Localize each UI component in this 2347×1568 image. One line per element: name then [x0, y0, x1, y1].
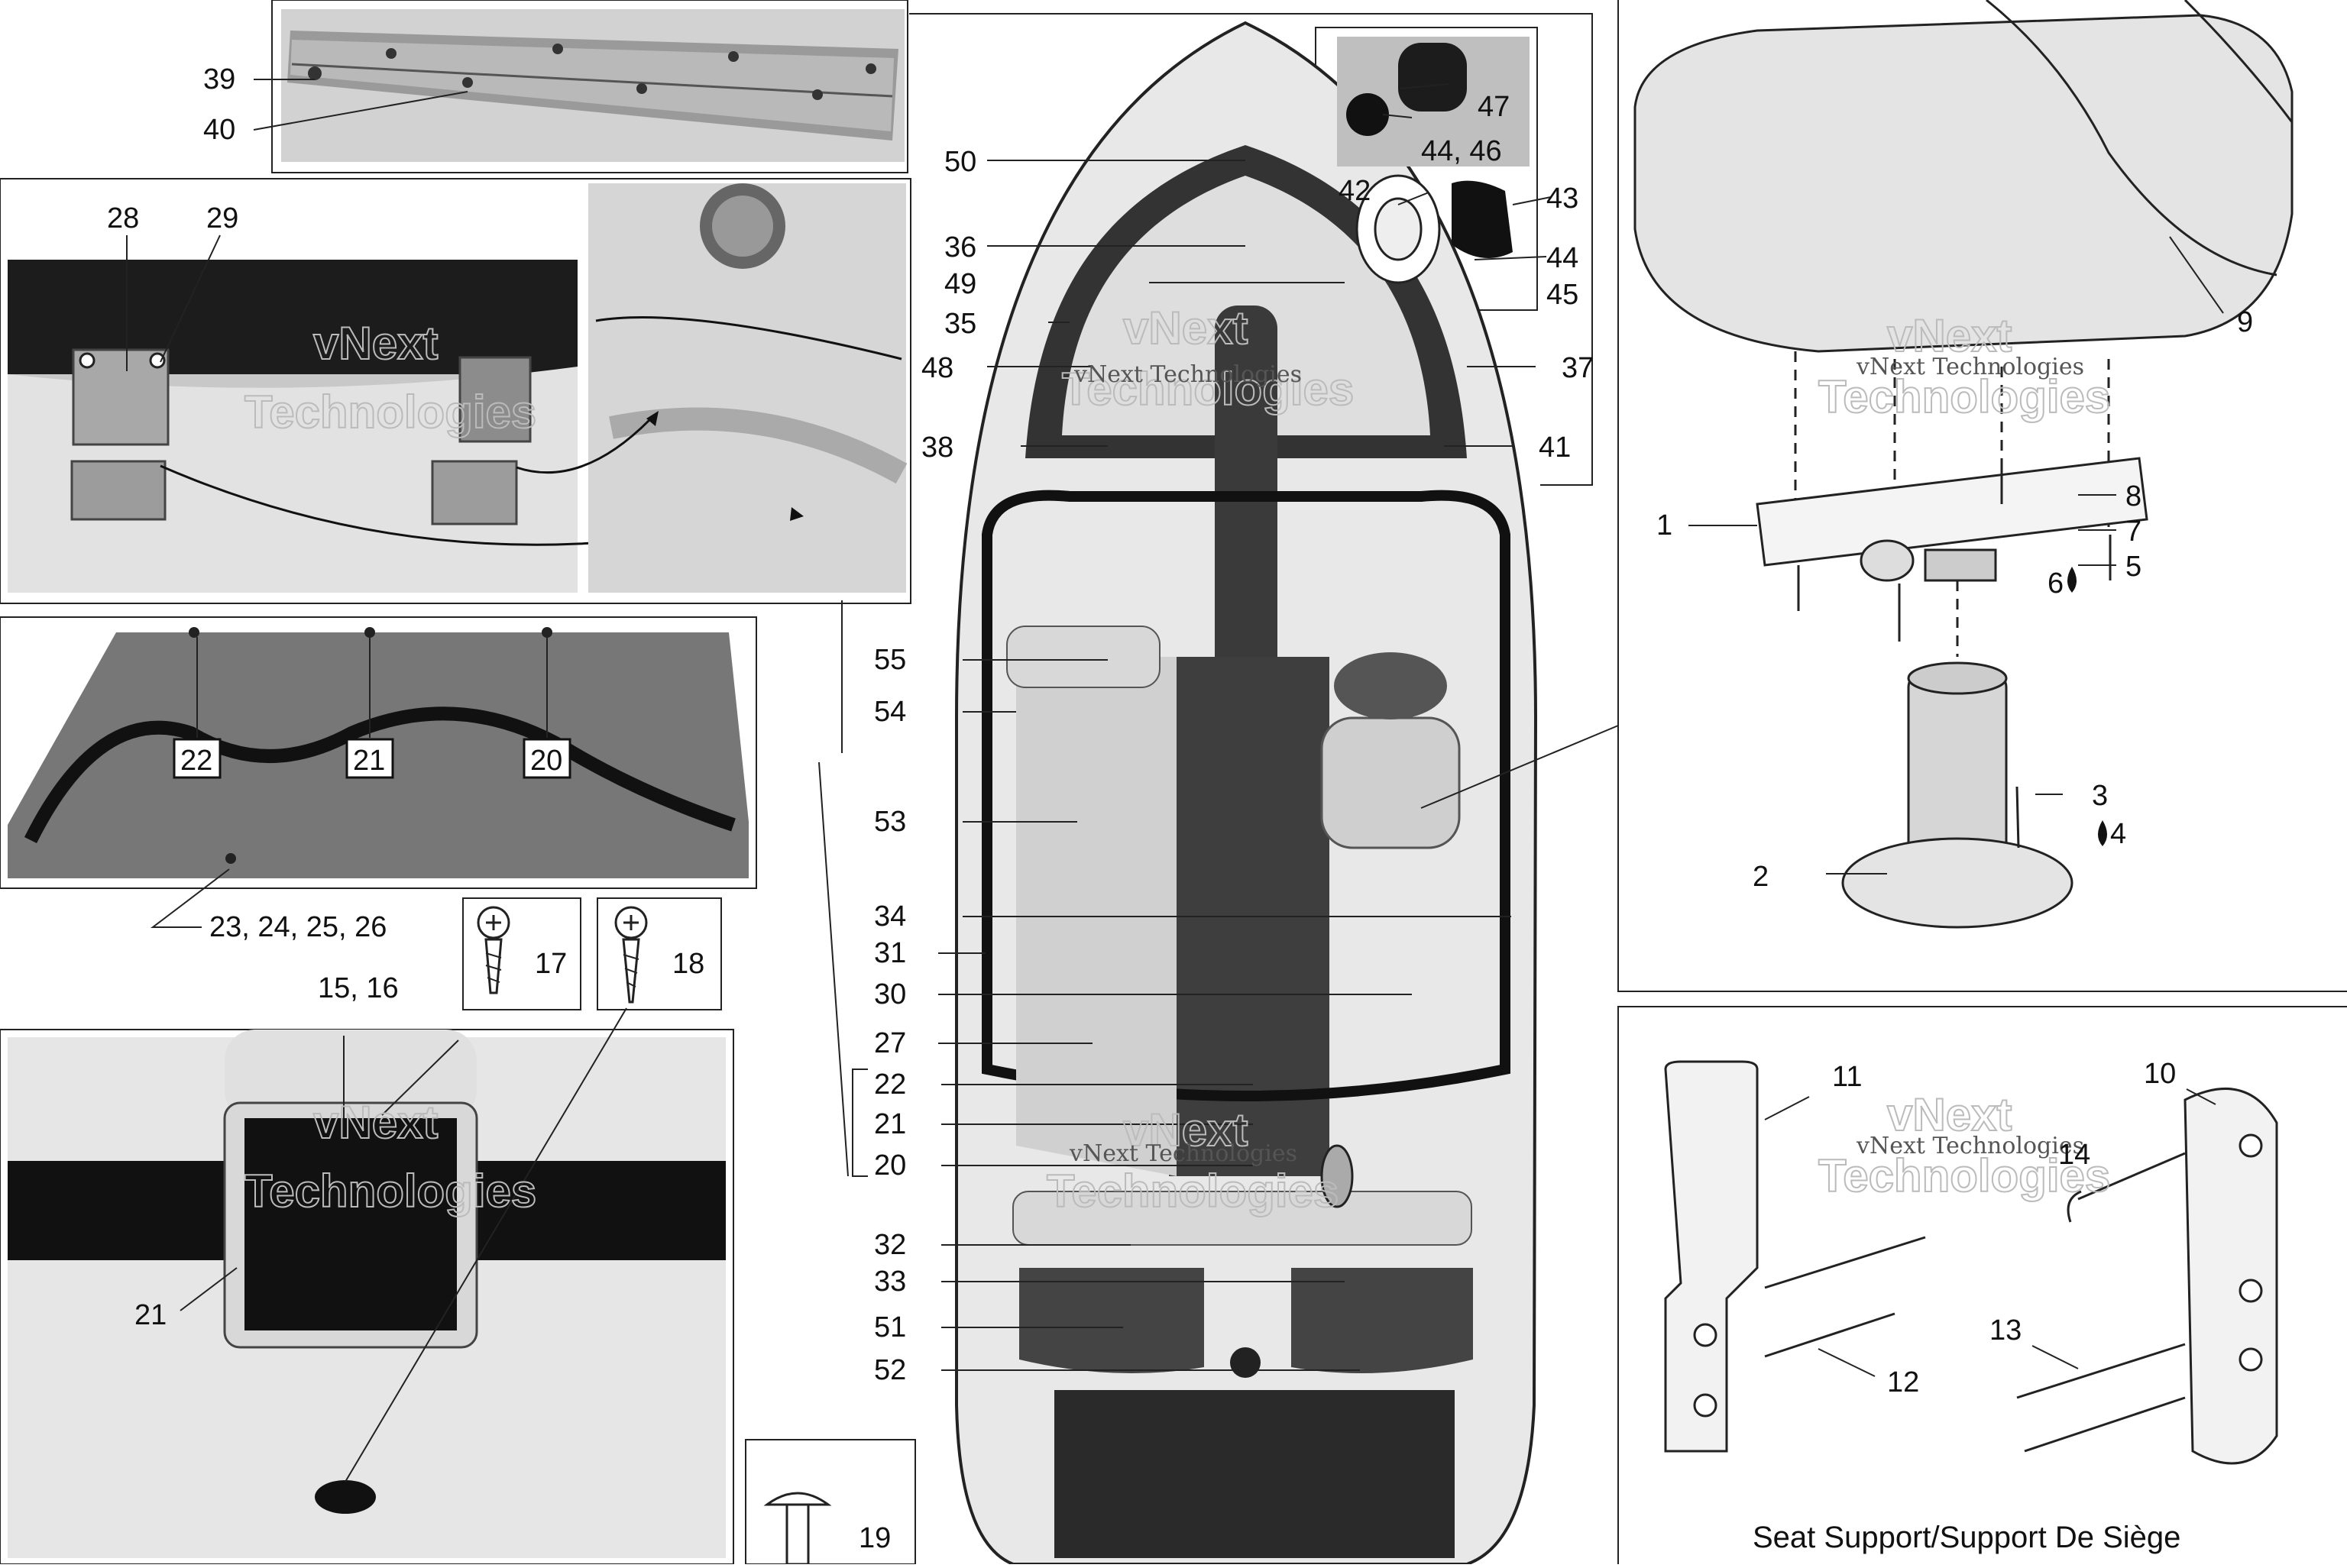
latch-photo	[8, 183, 908, 593]
callout-label: 49	[944, 268, 976, 300]
watermark-large: vNext	[313, 318, 438, 369]
callout-label: 19	[859, 1522, 891, 1554]
callout-label: 38	[921, 432, 953, 464]
callout-label: 32	[874, 1229, 906, 1261]
callout-label: 50	[944, 146, 976, 178]
callout-label: 10	[2144, 1058, 2176, 1090]
callout-label: 54	[874, 696, 906, 728]
watermark-large: Technologies	[244, 1165, 536, 1217]
bracket-drawings	[1664, 1060, 2278, 1465]
watermark-large: Technologies	[244, 386, 536, 438]
callout-label: 3	[2092, 780, 2108, 812]
callout-label: 44	[1546, 242, 1578, 274]
callout-label: 5	[2125, 551, 2141, 583]
watermark-large: vNext	[1887, 1089, 2012, 1140]
rear-seat-photo	[8, 1030, 726, 1558]
watermark-large: Technologies	[1047, 1165, 1339, 1217]
oil-drop-icon	[2098, 820, 2107, 846]
callout-label: 23, 24, 25, 26	[209, 911, 387, 943]
oil-drop-icon	[2067, 567, 2077, 593]
callout-label: 52	[874, 1354, 906, 1386]
rivet-icon	[763, 1492, 832, 1566]
callout-label: 22	[180, 745, 212, 777]
callout-label: 9	[2237, 306, 2253, 338]
callout-label: 42	[1339, 175, 1371, 207]
callout-label: 55	[874, 644, 906, 676]
callout-label: 6	[2048, 567, 2064, 600]
callout-label: 14	[2058, 1139, 2090, 1171]
watermark-large: vNext	[1123, 1104, 1248, 1156]
callout-label: 51	[874, 1311, 906, 1343]
hinge-photo	[281, 9, 905, 162]
seat-support-drawing	[1633, 0, 2294, 929]
callout-label: 4	[2110, 818, 2126, 850]
watermark-large: Technologies	[1062, 364, 1354, 415]
callout-label: 36	[944, 231, 976, 263]
watermarks: vNext Technologies vNext Technologies vN…	[244, 302, 2111, 1217]
leader-lines	[126, 79, 2224, 1482]
watermark-small: vNext Technologies	[1856, 1133, 2084, 1159]
callout-label: 47	[1478, 91, 1510, 123]
watermark-small: vNext Technologies	[1069, 1140, 1297, 1167]
callout-label: 13	[1989, 1314, 2022, 1347]
callout-label: 21	[134, 1299, 167, 1331]
callout-label: 39	[203, 63, 235, 95]
callout-label: 35	[944, 308, 976, 340]
watermark-small: vNext Technologies	[1856, 354, 2084, 380]
callout-label: 20	[530, 745, 562, 777]
callout-label: 27	[874, 1027, 906, 1059]
callout-label: 28	[107, 202, 139, 234]
callout-label: 20	[874, 1149, 906, 1182]
watermark-large: Technologies	[1818, 1150, 2110, 1201]
screw-icon	[614, 906, 648, 1004]
callout-label: 12	[1887, 1366, 1919, 1398]
callout-label: 53	[874, 806, 906, 838]
callout-label: 7	[2125, 516, 2141, 548]
callout-label: 44, 46	[1421, 135, 1502, 167]
callout-label: 11	[1832, 1061, 1862, 1093]
callout-label: 45	[1546, 279, 1578, 311]
callout-label: 18	[672, 948, 704, 980]
callout-label: 21	[353, 745, 385, 777]
drain-plug-inset	[1337, 37, 1530, 284]
watermark-large: vNext	[1123, 302, 1248, 354]
callout-label: 40	[203, 114, 235, 146]
watermark-large: vNext	[313, 1097, 438, 1148]
callout-label: 21	[874, 1108, 906, 1140]
callout-label: 1	[1656, 509, 1672, 542]
callout-label: 22	[874, 1069, 906, 1101]
callout-label: 43	[1546, 183, 1578, 215]
watermark-large: Technologies	[1818, 371, 2110, 422]
watermark-small: vNext Technologies	[1073, 361, 1302, 388]
boxed-callouts: 22 21 20	[173, 738, 571, 779]
screw-icon	[477, 906, 510, 994]
callout-label: 33	[874, 1266, 906, 1298]
callout-label: 31	[874, 937, 906, 969]
seat-support-caption: Seat Support/Support De Siège	[1753, 1521, 2180, 1554]
callout-label: 34	[874, 900, 906, 933]
callout-labels: 39 40 28 29 23, 24, 25, 26 17 18 15, 16 …	[107, 63, 2253, 1554]
callout-label: 17	[535, 948, 567, 980]
callout-label: 30	[874, 978, 906, 1010]
callout-label: 41	[1539, 432, 1571, 464]
callout-label: 2	[1753, 861, 1769, 893]
watermark-large: vNext	[1887, 310, 2012, 361]
callout-label: 15, 16	[318, 972, 399, 1004]
boat-top-view	[955, 21, 1538, 1566]
callout-label: 48	[921, 352, 953, 384]
callout-label: 8	[2125, 480, 2141, 512]
callout-label: 29	[206, 202, 238, 234]
callout-label: 37	[1562, 352, 1594, 384]
